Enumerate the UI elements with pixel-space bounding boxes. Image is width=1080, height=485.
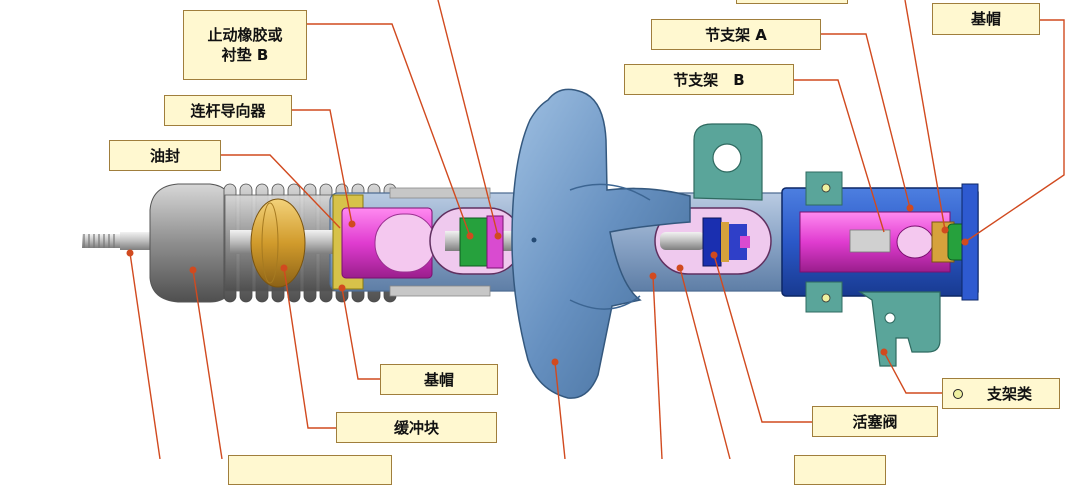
leader-dot xyxy=(676,264,684,272)
leader-dot xyxy=(710,251,718,259)
knuckle-bracket-top xyxy=(693,123,763,201)
label-cap-bottom: 基帽 xyxy=(380,364,498,395)
label-stub-bottom-left xyxy=(228,455,392,485)
leader-lines xyxy=(129,0,1065,459)
leader-dot xyxy=(189,266,197,274)
leader-knuckle-b xyxy=(794,79,885,233)
rod-guide xyxy=(332,194,436,290)
window-piston-valve xyxy=(654,207,772,275)
leader-dot xyxy=(466,232,474,240)
leader-dot xyxy=(348,220,356,228)
label-bracket-class: 支架类 xyxy=(942,378,1060,409)
leader-top-right xyxy=(904,0,946,231)
bump-stop xyxy=(250,198,306,288)
leader-dot xyxy=(649,272,657,280)
leader-tube xyxy=(652,275,663,459)
leader-cap-top xyxy=(964,19,1065,243)
leader-spring-seat xyxy=(554,361,566,459)
leader-dot xyxy=(941,226,949,234)
label-stub-top-right xyxy=(736,0,848,4)
label-rubber-stop: 止动橡胶或 衬垫 B xyxy=(183,10,307,80)
label-knuckle-a: 节支架 A xyxy=(651,19,821,50)
label-bump-stop: 缓冲块 xyxy=(336,412,497,443)
leader-dot xyxy=(494,232,502,240)
spring-seat xyxy=(511,88,691,399)
bracket-class-icon xyxy=(953,388,963,399)
leader-boot xyxy=(192,269,223,459)
leader-dot xyxy=(126,249,134,257)
leader-dot xyxy=(280,264,288,272)
leader-oil-seal xyxy=(221,154,341,229)
label-stub-bottom-right xyxy=(794,455,886,485)
window-piston-a xyxy=(429,207,523,275)
leader-knuckle-a xyxy=(821,33,911,209)
leader-piston-valve xyxy=(713,254,812,423)
bracket-small-top xyxy=(805,171,843,206)
leader-bump-stop xyxy=(283,267,336,429)
leader-bracket-class xyxy=(883,351,942,394)
leader-top-stub xyxy=(437,0,499,237)
leader-dot xyxy=(338,284,346,292)
leader-dot xyxy=(551,358,559,366)
threaded-rod-end xyxy=(82,232,160,250)
leader-rubber-stop xyxy=(307,23,471,237)
marker-dots xyxy=(126,204,969,366)
label-oil-seal: 油封 xyxy=(109,140,221,171)
leader-dot xyxy=(961,238,969,246)
shock-absorber-diagram xyxy=(82,0,1065,459)
leader-rod-guide xyxy=(292,109,353,225)
leader-dot xyxy=(906,204,914,212)
bracket-small-bottom xyxy=(805,281,843,313)
leader-window-b xyxy=(679,267,731,459)
label-rod-guide: 连杆导向器 xyxy=(164,95,292,126)
label-piston-valve: 活塞阀 xyxy=(812,406,938,437)
label-knuckle-b: 节支架 B xyxy=(624,64,794,95)
leader-cap-bottom xyxy=(341,287,380,380)
leader-dot xyxy=(880,348,888,356)
leader-rod-end xyxy=(129,252,161,459)
bracket-hook xyxy=(858,291,941,367)
label-cap-top: 基帽 xyxy=(932,3,1040,35)
